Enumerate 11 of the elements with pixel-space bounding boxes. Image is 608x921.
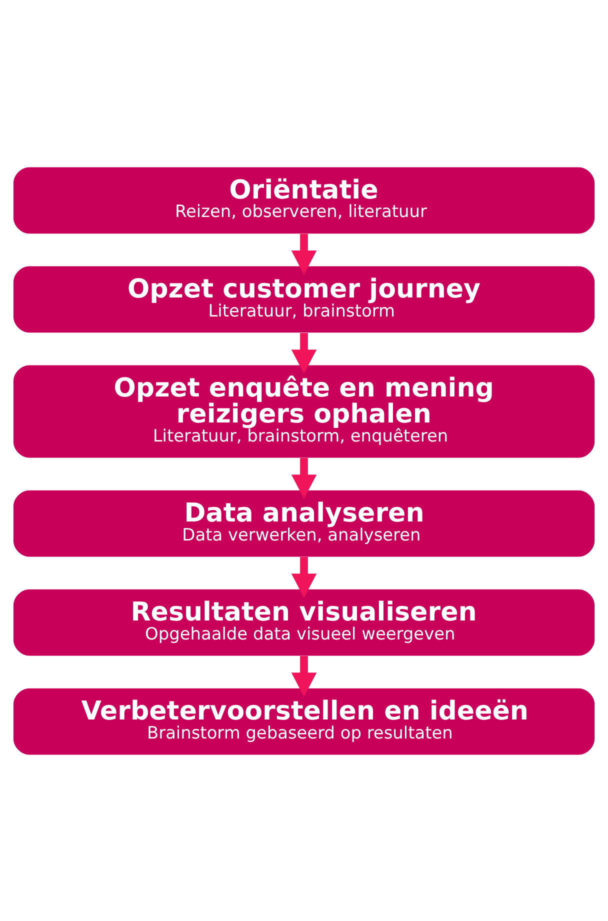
node-box: Data analyseren Data verwerken, analyseren: [13, 490, 595, 556]
node-box: Opzet enquête en mening reizigers ophalen Literatuur, brainstorm, enquêteren: [13, 364, 595, 458]
node-box: Resultaten visualiseren Opgehaalde data visueel weergeven: [13, 588, 595, 656]
node-box: Opzet customer journey Literatuur, brainstorm: [13, 266, 595, 332]
arrow: [291, 457, 317, 498]
arrow: [291, 332, 317, 374]
arrow: [291, 556, 317, 598]
arrow: [291, 655, 317, 696]
node-box: Verbetervoorstellen en ideeën Brainstorm gebaseerd op resultaten: [13, 688, 595, 754]
arrow: [291, 233, 317, 274]
node-box: Oriëntatie Reizen, observeren, literatuur: [13, 166, 595, 234]
